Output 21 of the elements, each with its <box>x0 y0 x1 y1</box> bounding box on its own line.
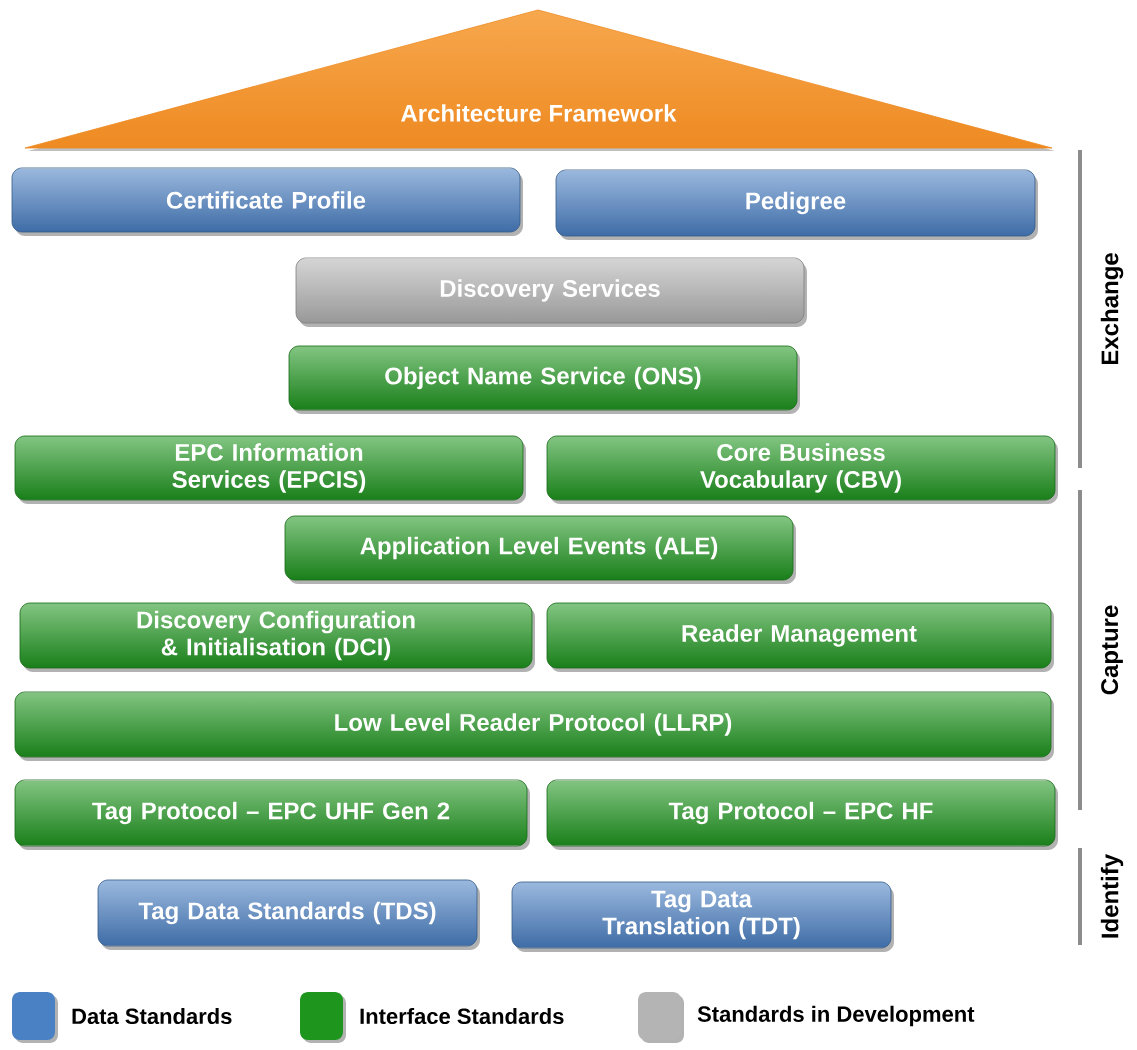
legend-label: Data Standards <box>72 1007 232 1025</box>
standard-box: Low Level Reader Protocol (LLRP) <box>14 691 1054 761</box>
legend-label: Interface Standards <box>360 1007 564 1025</box>
standard-box: Reader Management <box>546 602 1054 672</box>
standard-box: Application Level Events (ALE) <box>284 515 796 584</box>
standard-box: Tag Protocol – EPC UHF Gen 2 <box>14 779 530 850</box>
standard-box: Tag Protocol – EPC HF <box>546 779 1058 850</box>
standard-box: EPC Information Services (EPCIS) <box>14 435 526 504</box>
section-label: Capture <box>1101 605 1123 695</box>
standard-box: Tag Data Standards (TDS) <box>97 879 480 950</box>
legend-label: Standards in Development <box>697 1005 975 1027</box>
standard-box: Discovery Configuration & Initialisation (DCI) <box>19 602 535 672</box>
standard-box: Certificate Profile <box>11 167 523 236</box>
roof-triangle: Architecture Framework <box>24 9 1055 151</box>
section-label: Identify <box>1100 853 1124 938</box>
standard-box: Core Business Vocabulary (CBV) <box>546 435 1058 504</box>
standard-box: Pedigree <box>555 169 1038 240</box>
standard-box: Discovery Services <box>295 257 807 327</box>
section-label: Exchange <box>1100 253 1124 365</box>
standard-box: Object Name Service (ONS) <box>288 345 800 414</box>
standard-box: Tag Data Translation (TDT) <box>511 881 894 952</box>
